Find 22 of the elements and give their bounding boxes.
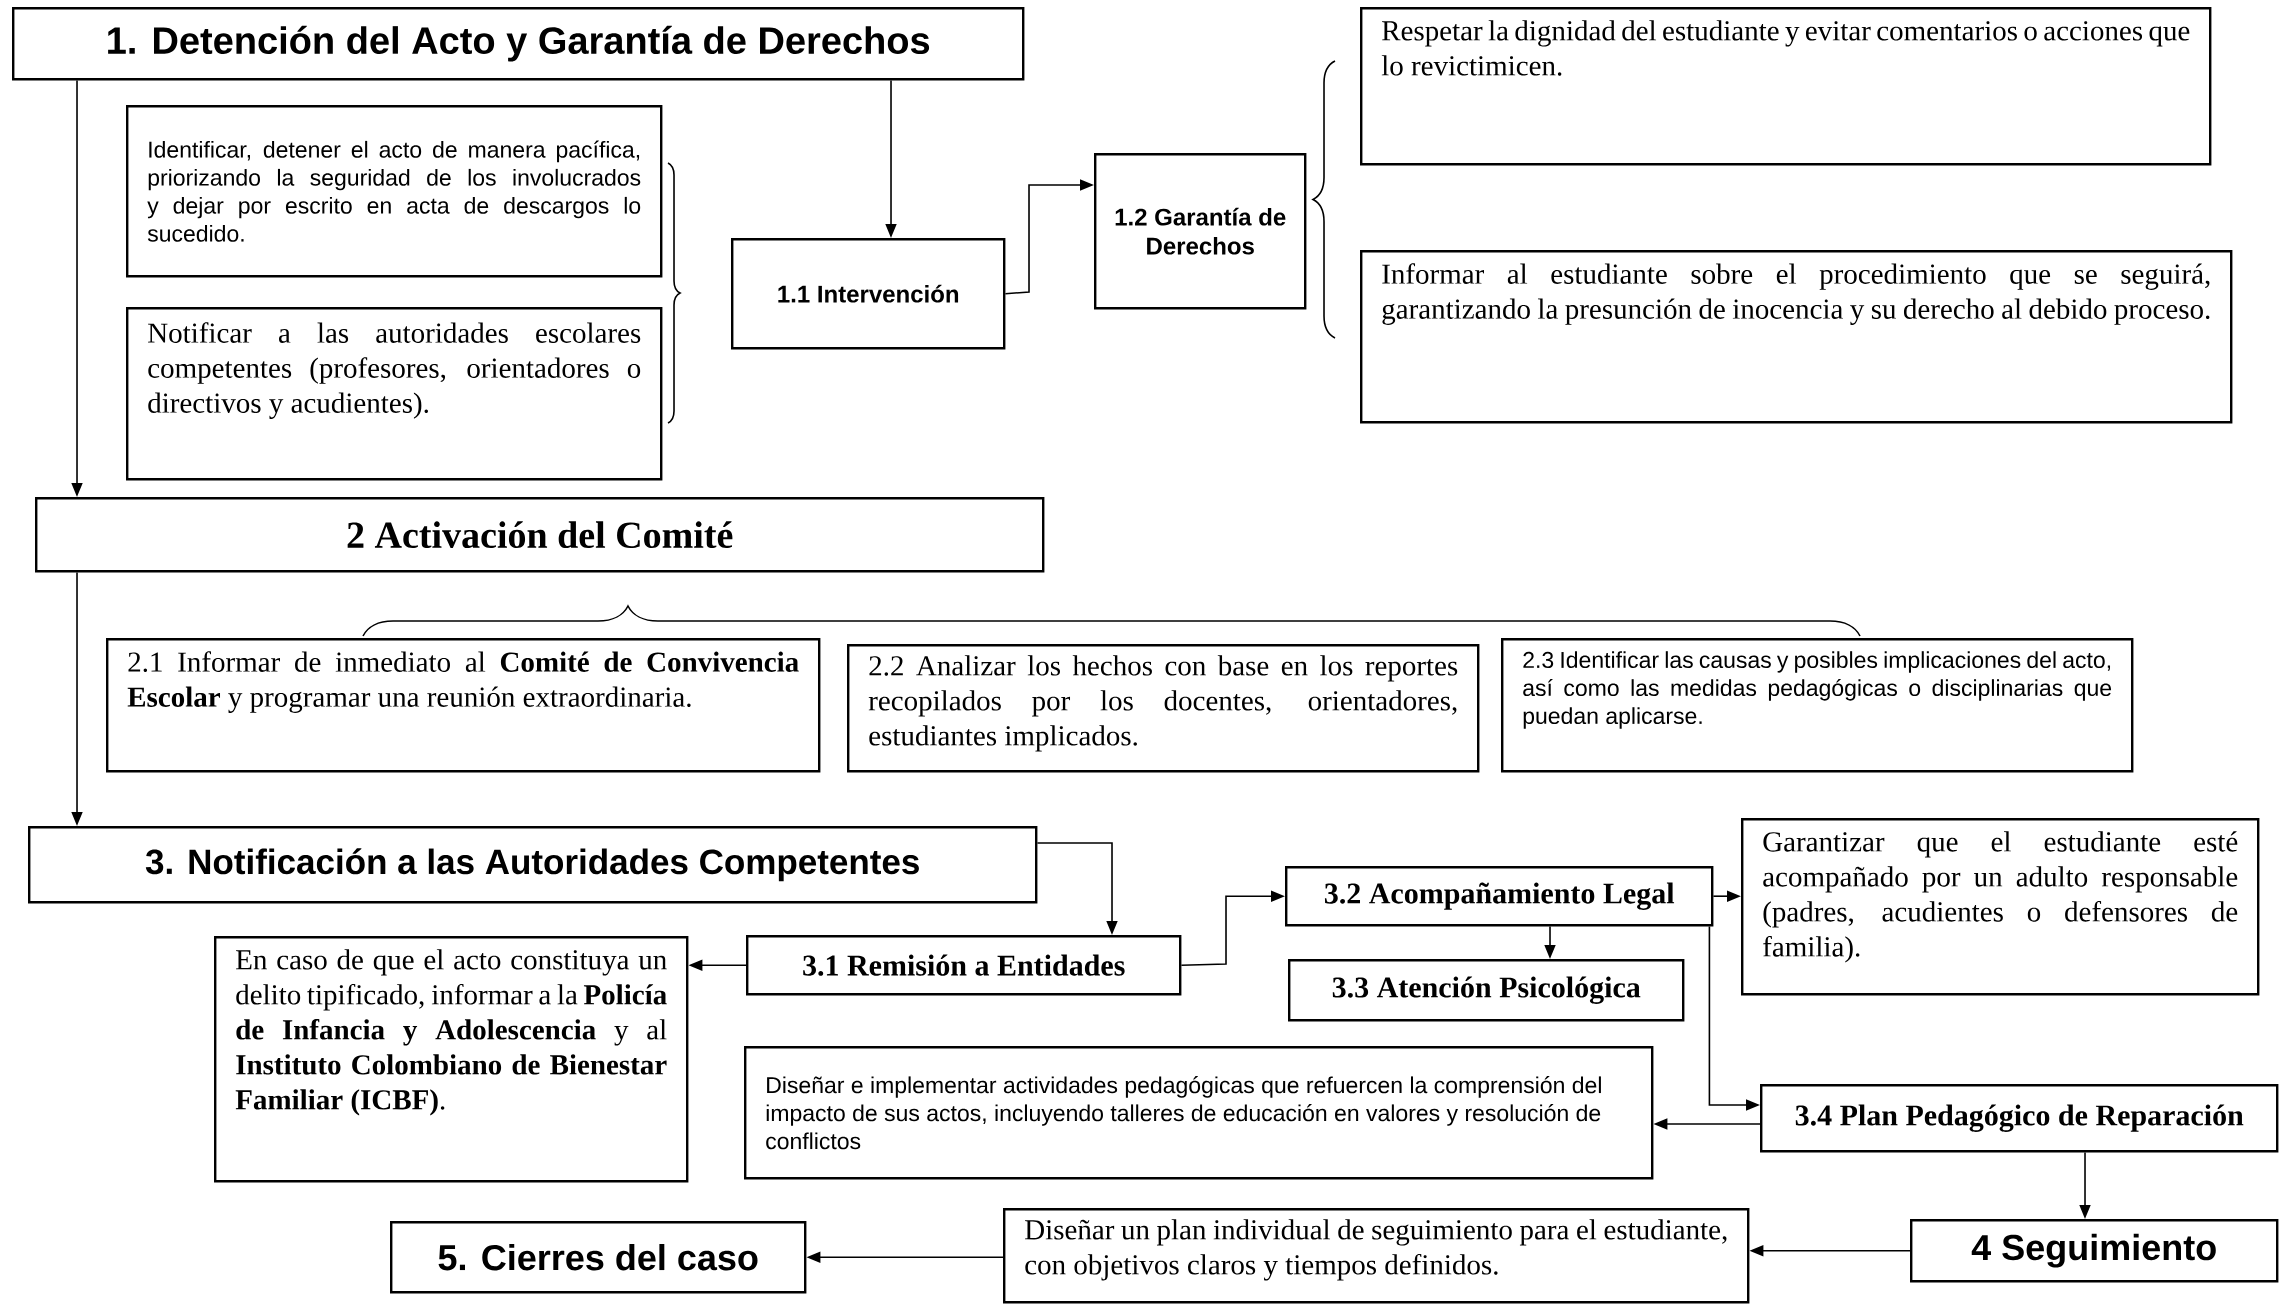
- process-box: 1.2 Garantía de Derechos: [1094, 153, 1307, 310]
- text-box: Garantizar que el estudiante esté acompañado por un adulto responsable (padres, acudientes o defensores de familia).: [1741, 818, 2260, 996]
- process-box: 3.1 Remisión a Entidades: [746, 935, 1182, 996]
- text-box: 2.3 Identificar las causas y posibles implicaciones del acto, así como las medidas pedagógicas o disciplinarias que puedan aplicarse.: [1501, 638, 2134, 773]
- process-box: 1.1 Intervención: [731, 238, 1006, 350]
- process-box: 3.2 Acompañamiento Legal: [1285, 866, 1714, 927]
- step-box: 2 Activación del Comité: [35, 497, 1045, 573]
- step-box: 5. Cierres del caso: [390, 1221, 807, 1294]
- step-box: 1. Detención del Acto y Garantía de Derechos: [12, 7, 1025, 81]
- text-box: Diseñar un plan individual de seguimiento para el estudiante, con objetivos claros y tiempos definidos.: [1003, 1208, 1750, 1304]
- step-box: 3. Notificación a las Autoridades Competentes: [28, 826, 1038, 904]
- text-box: Respetar la dignidad del estudiante y evitar comentarios o acciones que lo revictimicen.: [1360, 7, 2212, 166]
- process-box: 3.4 Plan Pedagógico de Reparación: [1760, 1084, 2279, 1153]
- text-box: En caso de que el acto constituya un delito tipificado, informar a la Policía de Infancia y Adolescencia y al Instituto Colombiano de Bienestar Familiar (ICBF).: [214, 936, 689, 1183]
- text-box: Informar al estudiante sobre el procedimiento que se seguirá, garantizando la presunción de inocencia y su derecho al debido proceso.: [1360, 250, 2233, 424]
- process-box: 3.3 Atención Psicológica: [1288, 959, 1685, 1022]
- step-box: 4 Seguimiento: [1910, 1219, 2279, 1283]
- text-box: 2.2 Analizar los hechos con base en los reportes recopilados por los docentes, orientadores, estudiantes implicados.: [847, 644, 1480, 773]
- text-box: Identificar, detener el acto de manera pacífica, priorizando la seguridad de los involucrados y dejar por escrito en acta de descargos lo sucedido.: [126, 105, 663, 278]
- text-box: Notificar a las autoridades escolares competentes (profesores, orientadores o directivos y acudientes).: [126, 307, 663, 481]
- text-box: Diseñar e implementar actividades pedagógicas que refuercen la comprensión del impacto de sus actos, incluyendo talleres de educación en valores y resolución de conflictos: [744, 1046, 1654, 1180]
- text-box: 2.1 Informar de inmediato al Comité de Convivencia Escolar y programar una reunión extraordinaria.: [106, 638, 821, 773]
